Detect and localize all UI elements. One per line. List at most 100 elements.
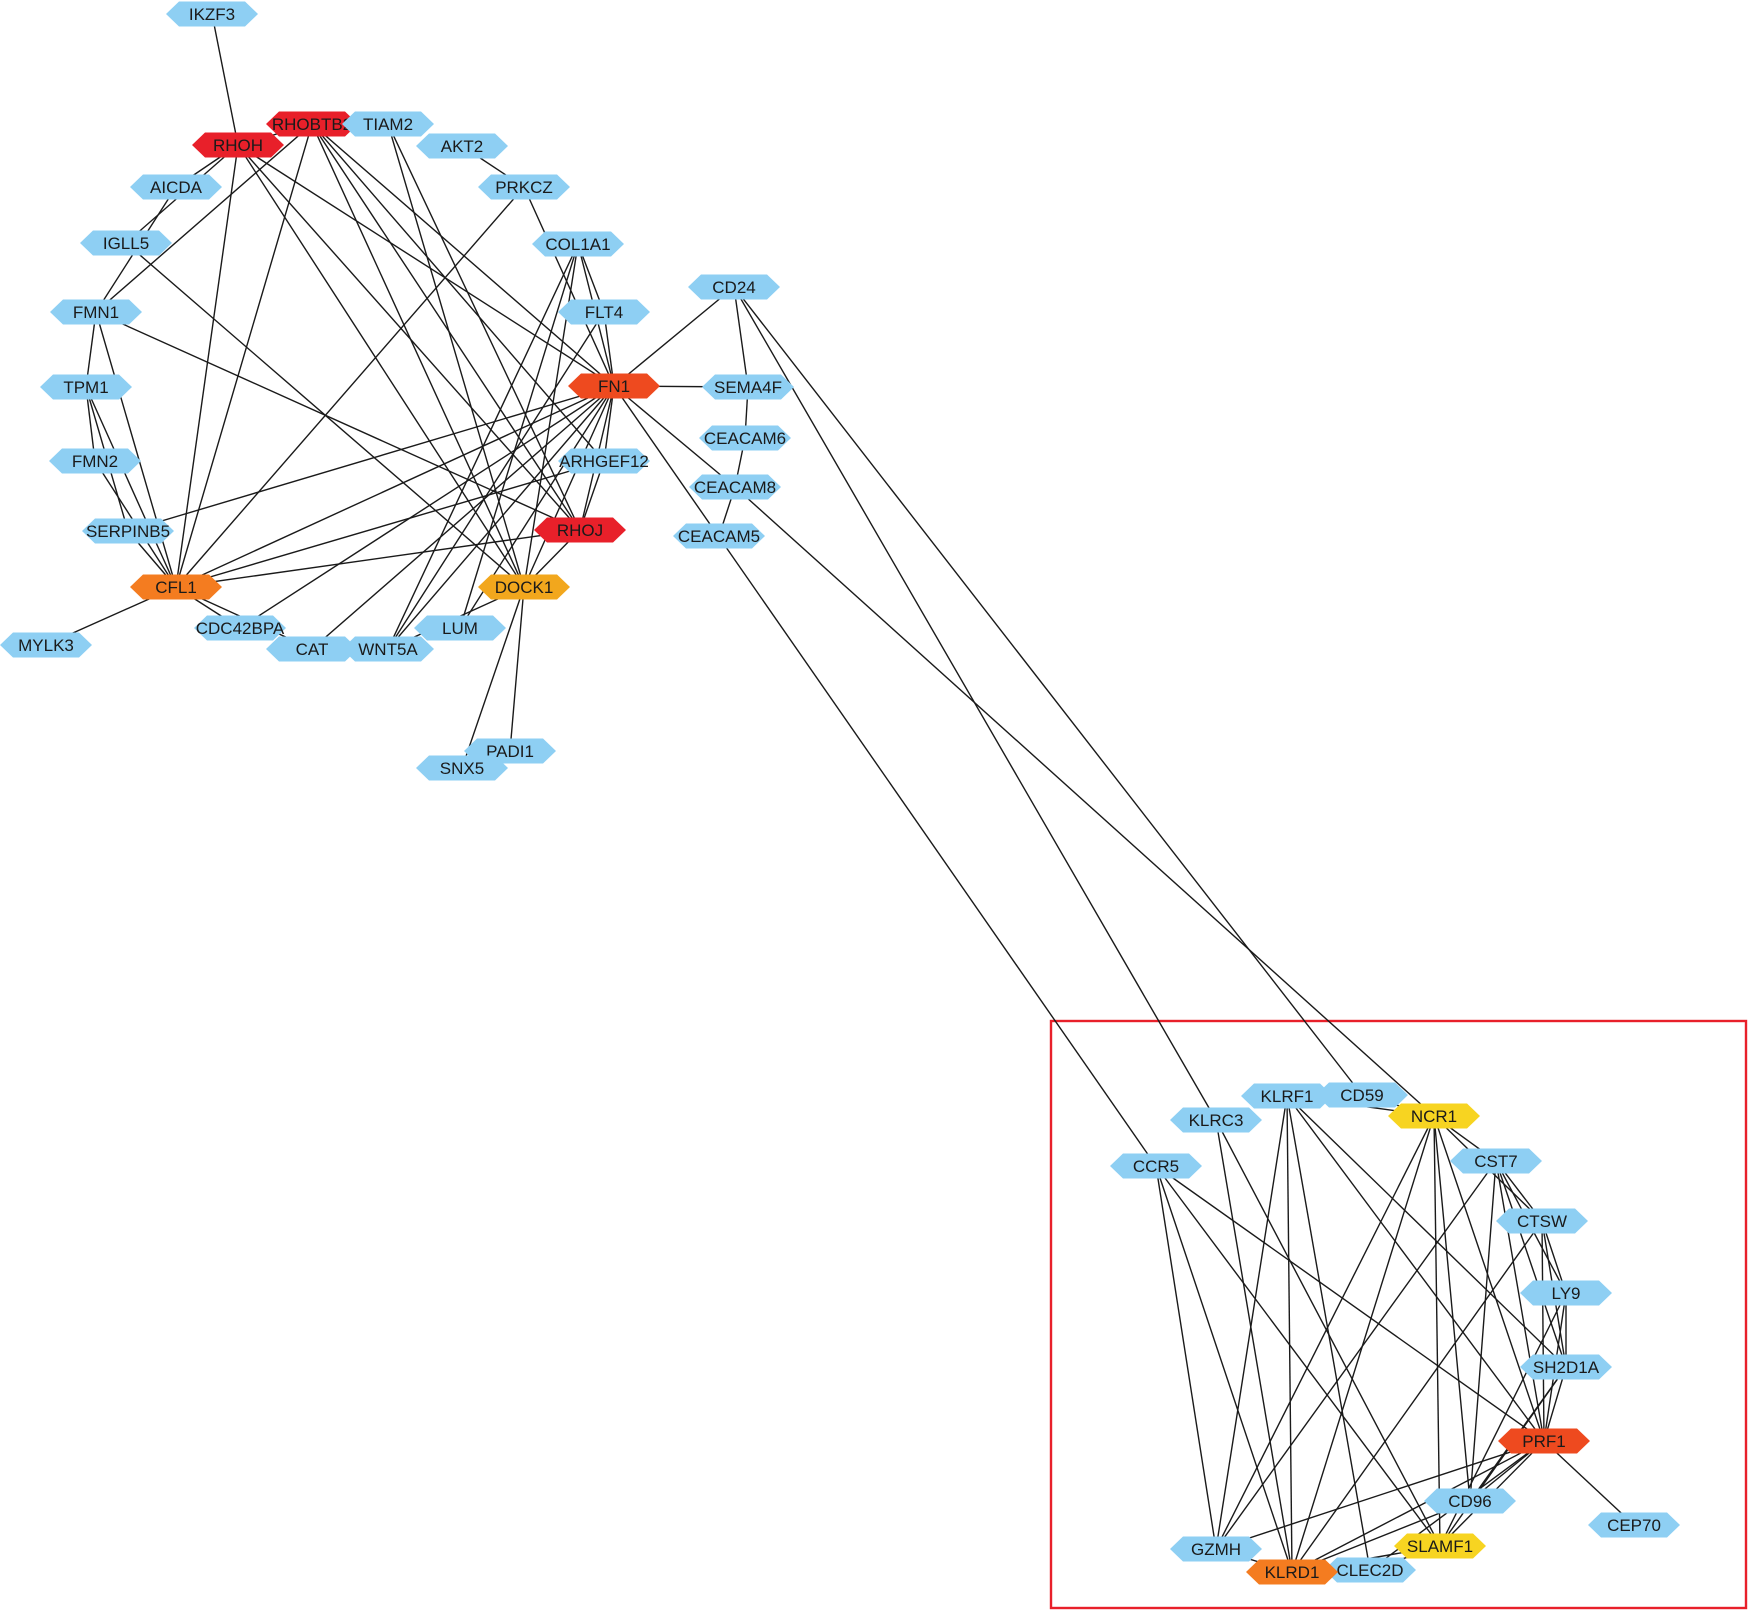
node-cd96[interactable]: CD96 [1424,1488,1516,1514]
node-tiam2[interactable]: TIAM2 [342,111,434,137]
node-label: CCR5 [1133,1157,1179,1176]
node-label: KLRF1 [1261,1087,1314,1106]
node-shape [532,231,624,257]
node-fn1[interactable]: FN1 [568,373,660,399]
node-klrc3[interactable]: KLRC3 [1170,1107,1262,1133]
node-arhgef12[interactable]: ARHGEF12 [558,448,650,474]
node-klrf1[interactable]: KLRF1 [1241,1083,1333,1109]
edge-NCR1-PRF1 [1433,1115,1545,1442]
node-cfl1[interactable]: CFL1 [130,574,222,600]
node-shape [673,523,765,549]
edge-CD24-CD59 [733,286,1363,1096]
node-rhoj[interactable]: RHOJ [534,517,626,543]
node-label: TPM1 [63,378,108,397]
node-label: KLRC3 [1189,1111,1244,1130]
node-rhobtb2[interactable]: RHOBTB2 [266,111,358,137]
node-igll5[interactable]: IGLL5 [80,230,172,256]
edge-CST7-GZMH [1215,1160,1497,1550]
node-shape [82,518,174,544]
node-label: FLT4 [585,303,623,322]
node-wnt5a[interactable]: WNT5A [342,636,434,662]
node-slamf1[interactable]: SLAMF1 [1394,1533,1486,1559]
node-shape [50,299,142,325]
edge-DOCK1-SNX5 [461,586,525,769]
edge-RHOBTB2-RHOJ [311,123,581,531]
cluster-highlight-box [1049,1019,1748,1610]
node-ncr1[interactable]: NCR1 [1388,1103,1480,1129]
node-shape [1170,1536,1262,1562]
node-label: PRKCZ [495,178,553,197]
node-shape [0,632,92,658]
node-cd59[interactable]: CD59 [1316,1082,1408,1108]
node-dock1[interactable]: DOCK1 [478,574,570,600]
edge-CCR5-SLAMF1 [1155,1165,1441,1547]
edge-FN1-DOCK1 [523,385,615,588]
node-shape [1496,1208,1588,1234]
edge-RHOH-DOCK1 [237,144,525,588]
node-col1a1[interactable]: COL1A1 [532,231,624,257]
edge-layer [45,13,1635,1573]
edge-FN1-CDC42BPA [239,385,615,629]
node-ikzf3[interactable]: IKZF3 [166,1,258,27]
node-label: RHOJ [557,521,603,540]
node-ceacam5[interactable]: CEACAM5 [673,523,765,549]
node-shape [416,133,508,159]
edge-CFL1-RHOJ [175,529,581,588]
node-ccr5[interactable]: CCR5 [1110,1153,1202,1179]
node-lum[interactable]: LUM [414,615,506,641]
node-ceacam8[interactable]: CEACAM8 [689,474,781,500]
node-shape [130,174,222,200]
node-tpm1[interactable]: TPM1 [40,374,132,400]
node-shape [568,373,660,399]
edge-CST7-PRF1 [1495,1160,1545,1442]
node-cdc42bpa[interactable]: CDC42BPA [194,615,286,641]
edge-PRKCZ-CFL1 [175,186,525,588]
node-serpinb5[interactable]: SERPINB5 [82,518,174,544]
node-ly9[interactable]: LY9 [1520,1280,1612,1306]
node-prkcz[interactable]: PRKCZ [478,174,570,200]
node-cst7[interactable]: CST7 [1450,1148,1542,1174]
node-sema4f[interactable]: SEMA4F [702,374,794,400]
edge-CTSW-KLRD1 [1291,1220,1543,1573]
node-fmn2[interactable]: FMN2 [49,448,141,474]
node-shape [478,574,570,600]
edge-CCR5-PRF1 [1155,1165,1545,1442]
node-cep70[interactable]: CEP70 [1588,1512,1680,1538]
node-shape [1394,1533,1486,1559]
node-gzmh[interactable]: GZMH [1170,1536,1262,1562]
edge-CCR5-KLRD1 [1155,1165,1293,1573]
node-fmn1[interactable]: FMN1 [50,299,142,325]
node-snx5[interactable]: SNX5 [416,755,508,781]
node-prf1[interactable]: PRF1 [1498,1428,1590,1454]
node-rhoh[interactable]: RHOH [192,132,284,158]
node-label: CD59 [1340,1086,1383,1105]
node-label: CDC42BPA [196,619,285,638]
node-label: LY9 [1552,1284,1581,1303]
node-flt4[interactable]: FLT4 [558,299,650,325]
node-cat[interactable]: CAT [266,636,358,662]
edge-IKZF3-RHOH [211,13,239,146]
node-shape [1388,1103,1480,1129]
node-shape [478,174,570,200]
edge-PRKCZ-FN1 [523,186,615,387]
node-clec2d[interactable]: CLEC2D [1324,1557,1416,1583]
edge-RHOBTB2-FMN1 [95,123,313,313]
node-akt2[interactable]: AKT2 [416,133,508,159]
edge-COL1A1-LUM [459,243,579,629]
edge-TPM1-CFL1 [85,386,177,588]
node-aicda[interactable]: AICDA [130,174,222,200]
node-cd24[interactable]: CD24 [688,274,780,300]
edge-NCR1-KLRD1 [1291,1115,1435,1573]
node-ctsw[interactable]: CTSW [1496,1208,1588,1234]
node-mylk3[interactable]: MYLK3 [0,632,92,658]
node-label: AKT2 [441,137,484,156]
node-shape [1316,1082,1408,1108]
node-shape [1588,1512,1680,1538]
node-shape [1324,1557,1416,1583]
edge-PRF1-CEP70 [1543,1440,1635,1526]
edge-FN1-CEACAM8 [613,385,736,488]
node-ceacam6[interactable]: CEACAM6 [699,425,791,451]
node-sh2d1a[interactable]: SH2D1A [1520,1354,1612,1380]
node-label: FN1 [598,377,630,396]
node-klrd1[interactable]: KLRD1 [1246,1559,1338,1585]
